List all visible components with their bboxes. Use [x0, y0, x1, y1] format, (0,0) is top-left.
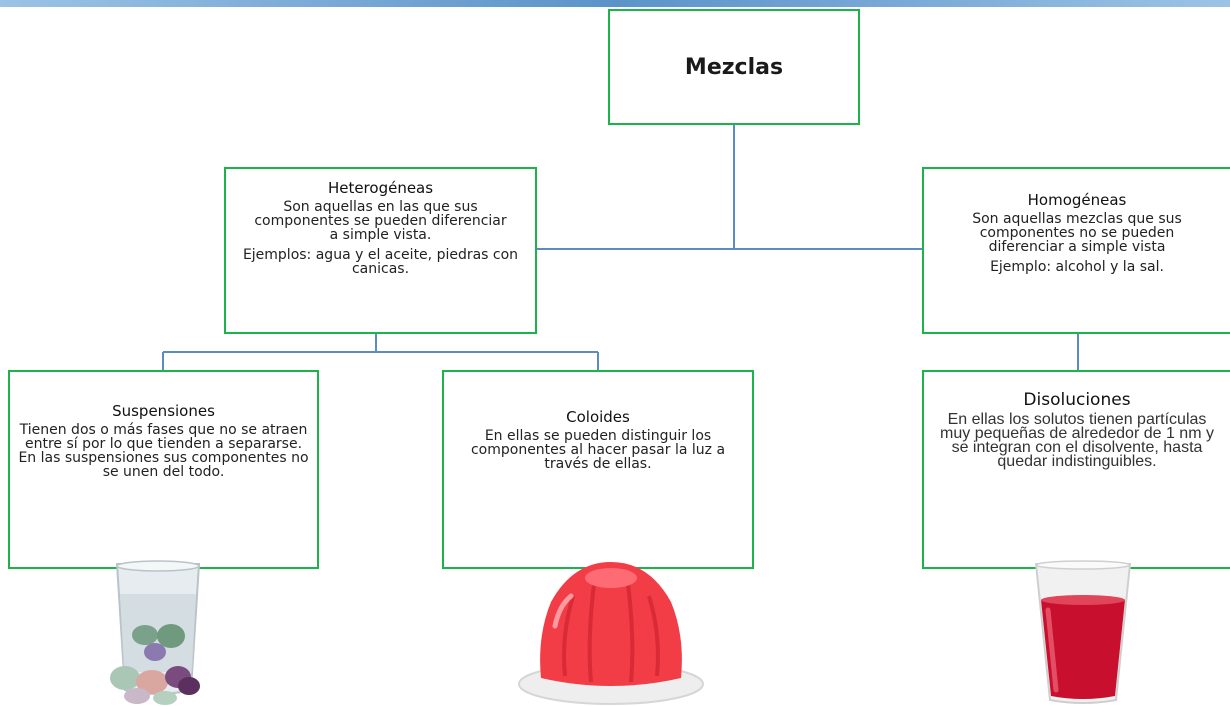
node-heterogeneas: Heterogéneas Son aquellas en las que sus… — [224, 167, 537, 334]
disoluciones-title: Disoluciones — [1023, 390, 1131, 410]
coloides-title: Coloides — [566, 408, 630, 426]
solution-red-drink-image — [1034, 560, 1132, 704]
coloides-description: En ellas se pueden distinguir los compon… — [470, 428, 726, 472]
root-node-mezclas: Mezclas — [608, 9, 860, 125]
heterogeneas-example: Ejemplos: agua y el aceite, piedras con … — [242, 247, 519, 277]
heterogeneas-description: Son aquellas en las que sus componentes … — [254, 199, 507, 243]
homogeneas-title: Homogéneas — [1027, 191, 1127, 209]
heterogeneas-title: Heterogéneas — [327, 179, 434, 197]
homogeneas-description: Son aquellas mezclas que sus componentes… — [972, 211, 1182, 255]
suspensiones-description: Tienen dos o más fases que no se atraen … — [18, 422, 309, 480]
node-homogeneas: Homogéneas Son aquellas mezclas que sus … — [922, 167, 1230, 334]
suspension-glass-stones-image — [110, 560, 201, 705]
node-suspensiones: Suspensiones Tienen dos o más fases que … — [8, 370, 319, 569]
homogeneas-example: Ejemplo: alcohol y la sal. — [990, 259, 1164, 275]
node-disoluciones: Disoluciones En ellas los solutos tienen… — [922, 370, 1230, 569]
node-coloides: Coloides En ellas se pueden distinguir l… — [442, 370, 754, 569]
colloid-gelatin-image — [518, 562, 704, 705]
suspensiones-title: Suspensiones — [112, 402, 215, 420]
root-title: Mezclas — [684, 54, 784, 80]
top-accent-bar — [0, 0, 1230, 7]
disoluciones-description: En ellas los solutos tienen partículas m… — [940, 411, 1214, 470]
